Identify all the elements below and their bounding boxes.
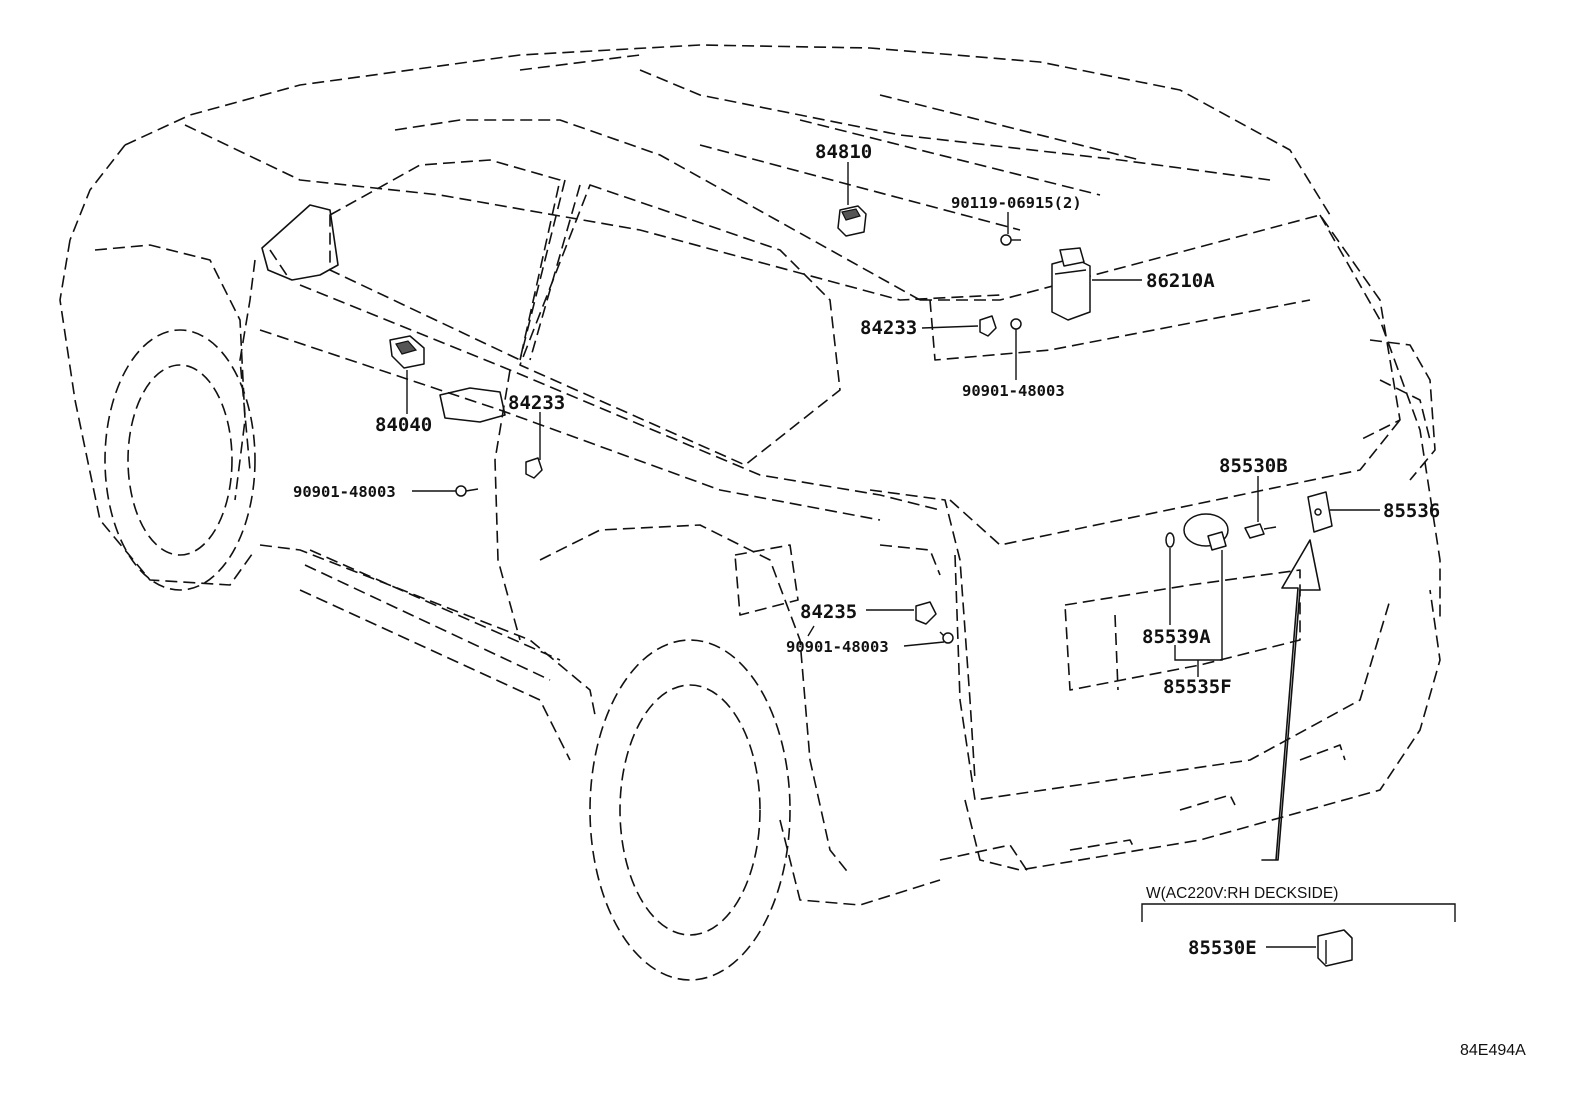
- label-85530E[interactable]: 85530E: [1188, 937, 1257, 959]
- label-90901-48003-door[interactable]: 90901-48003: [293, 483, 396, 501]
- label-84233-door[interactable]: 84233: [508, 392, 565, 414]
- vehicle-outline: [59, 44, 1441, 981]
- label-90901-48003-roof[interactable]: 90901-48003: [962, 382, 1065, 400]
- part-85539A-glyph[interactable]: [1165, 532, 1175, 548]
- leader-lines: [406, 162, 1380, 948]
- label-86210A[interactable]: 86210A: [1146, 270, 1215, 292]
- part-90901-door-glyph[interactable]: [455, 485, 479, 497]
- part-85536-glyph[interactable]: [1307, 491, 1333, 533]
- part-84810-glyph[interactable]: [837, 205, 867, 237]
- label-90901-48003-rear[interactable]: 90901-48003: [786, 638, 889, 656]
- part-90119-screw-glyph[interactable]: [1000, 234, 1021, 246]
- label-84233-roof[interactable]: 84233: [860, 317, 917, 339]
- label-84040[interactable]: 84040: [375, 414, 432, 436]
- part-84233-roof-glyph[interactable]: [979, 315, 1022, 338]
- label-84810[interactable]: 84810: [815, 141, 872, 163]
- label-84235[interactable]: 84235: [800, 601, 857, 623]
- part-86210A-glyph[interactable]: [1051, 247, 1091, 321]
- variant-arrow: [1261, 539, 1321, 861]
- label-85539A[interactable]: 85539A: [1142, 626, 1211, 648]
- label-90119-06915[interactable]: 90119-06915(2): [951, 194, 1082, 212]
- part-84040-glyph[interactable]: [389, 335, 425, 369]
- variant-bracket: [1141, 903, 1456, 922]
- part-84233-door-glyph[interactable]: [525, 457, 543, 479]
- label-85530B[interactable]: 85530B: [1219, 455, 1288, 477]
- part-84235-glyph[interactable]: [915, 601, 954, 644]
- variant-note: W(AC220V:RH DECKSIDE): [1146, 885, 1338, 902]
- diagram-ref: 84E494A: [1460, 1042, 1526, 1059]
- part-85535F-glyph[interactable]: [1183, 513, 1229, 551]
- label-85536[interactable]: 85536: [1383, 500, 1440, 522]
- label-85535F[interactable]: 85535F: [1163, 676, 1232, 698]
- part-labels: 84810 90119-06915(2) 86210A 84233 90901-…: [293, 141, 1526, 1059]
- part-85530E-glyph[interactable]: [1317, 929, 1353, 967]
- part-85530B-glyph[interactable]: [1244, 523, 1277, 539]
